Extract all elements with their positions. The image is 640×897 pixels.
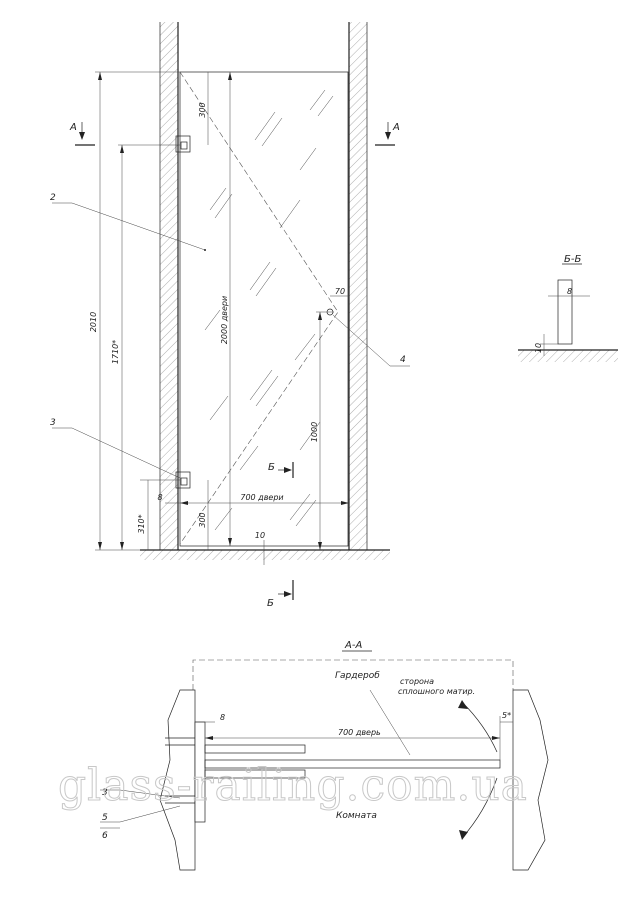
dim-handle-gap: 70 bbox=[335, 287, 345, 296]
left-wall bbox=[160, 22, 178, 550]
section-bb-thickness: 8 bbox=[567, 287, 572, 296]
section-marker-b-bottom: Б bbox=[267, 580, 294, 609]
section-aa-title: А-А bbox=[344, 640, 362, 651]
front-view: 2010 1710* 310* 300 2000 двери 300 1000 … bbox=[50, 22, 410, 609]
section-bb: Б-Б 8 10 bbox=[518, 254, 618, 362]
dim-hinge-top-offset: 300 bbox=[198, 102, 207, 117]
floor bbox=[140, 550, 390, 560]
section-marker-a-right: А bbox=[375, 122, 400, 146]
dim-total-height: 2010 bbox=[89, 312, 98, 332]
svg-text:А: А bbox=[69, 122, 77, 133]
right-wall bbox=[349, 22, 367, 550]
aa-room-bottom: Комната bbox=[336, 811, 377, 821]
aa-matte-side-line1: сторона bbox=[400, 677, 434, 686]
aa-callout-3: 3 bbox=[102, 788, 108, 798]
aa-glass-door bbox=[204, 759, 501, 769]
svg-text:Б: Б bbox=[267, 598, 274, 609]
svg-text:А: А bbox=[392, 122, 400, 133]
aa-left-wall bbox=[159, 689, 196, 871]
svg-text:Б: Б bbox=[268, 462, 275, 473]
aa-clearance: 5* bbox=[502, 711, 511, 720]
aa-gap: 8 bbox=[220, 713, 225, 722]
dim-bottom-gap: 10 bbox=[255, 531, 265, 540]
section-marker-a-left: А bbox=[69, 122, 95, 146]
aa-callout-6: 6 bbox=[102, 831, 108, 841]
section-aa: А-А bbox=[100, 640, 549, 871]
watermark: glass-railing.com.ua bbox=[58, 760, 528, 811]
aa-right-wall bbox=[512, 689, 549, 871]
dim-door-height: 2000 двери bbox=[220, 296, 229, 344]
callout-handle: 4 bbox=[400, 355, 406, 365]
dim-gap-left: 8 bbox=[157, 493, 162, 502]
top-hinge bbox=[175, 135, 191, 153]
section-bb-glass bbox=[557, 279, 573, 345]
glass-reflections bbox=[204, 89, 334, 531]
section-bb-floor-gap: 10 bbox=[534, 343, 543, 353]
section-marker-b-top: Б bbox=[268, 462, 294, 478]
section-bb-title: Б-Б bbox=[564, 254, 581, 265]
dim-hinge-span: 1710* bbox=[111, 340, 120, 364]
dim-bottom-hinge-offset: 300 bbox=[198, 512, 207, 527]
dim-door-width: 700 двери bbox=[240, 493, 283, 502]
aa-hinge-assembly bbox=[165, 721, 306, 823]
aa-room-top: Гардероб bbox=[335, 671, 380, 681]
dim-hinge-bottom: 310* bbox=[137, 514, 146, 533]
aa-matte-side-line2: сплошного матир. bbox=[398, 687, 475, 696]
aa-door-width: 700 дверь bbox=[338, 728, 381, 737]
callout-hinge: 3 bbox=[50, 418, 56, 428]
section-bb-floor bbox=[518, 350, 618, 362]
callout-glass: 2 bbox=[50, 193, 56, 203]
dim-handle-height: 1000 bbox=[310, 422, 319, 442]
aa-callout-5: 5 bbox=[102, 813, 108, 823]
